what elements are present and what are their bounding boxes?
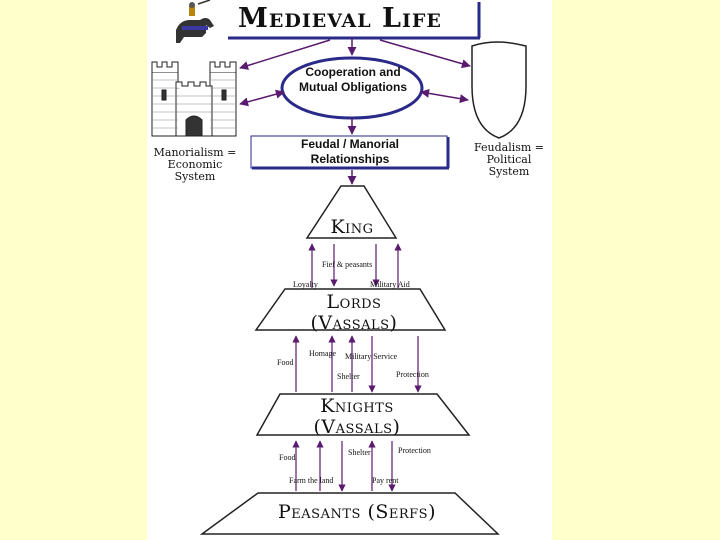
center-oval-label: Cooperation and Mutual Obligations	[299, 65, 407, 94]
knights-trapezoid	[255, 393, 471, 436]
arrow-oval-to-castle	[239, 89, 285, 107]
lords-trapezoid	[254, 288, 447, 331]
left-caption: Manorialism = Economic System	[153, 146, 237, 183]
right-caption: Feudalism = Political System	[473, 141, 545, 178]
page-title: Medieval Life	[238, 3, 442, 34]
tier-peasants: Peasants (Serfs)	[278, 501, 436, 523]
label-protection-2: Protection	[398, 446, 431, 455]
label-fief-peasants: Fief & peasants	[322, 260, 373, 269]
label-shelter-1: Shelter	[337, 372, 360, 381]
tier-lords: Lords (Vassals)	[310, 291, 398, 334]
tier-king: King	[330, 216, 374, 238]
king-trapezoid	[305, 185, 398, 239]
label-military-aid: Military Aid	[370, 280, 410, 289]
arrow-oval-to-shield	[420, 88, 469, 104]
label-military-service: Military Service	[345, 352, 398, 361]
arrow-title-to-shield	[379, 39, 471, 69]
shield-icon	[471, 41, 527, 139]
label-loyalty: Loyalty	[293, 280, 318, 289]
tier-knights: Knights (Vassals)	[313, 395, 401, 438]
feudal-box	[250, 135, 450, 170]
peasants-trapezoid	[199, 492, 500, 535]
title-banner	[228, 2, 481, 40]
feudal-box-label: Feudal / Manorial Relationships	[300, 137, 399, 166]
label-pay-rent: Pay rent	[372, 476, 399, 485]
knight-on-horse-icon	[176, 0, 214, 43]
label-shelter-2: Shelter	[348, 448, 371, 457]
label-protection-1: Protection	[396, 370, 429, 379]
label-food-2: Food	[279, 453, 296, 462]
label-homage: Homage	[309, 349, 337, 358]
arrow-title-to-castle	[239, 39, 331, 70]
label-farm-land: Farm the land	[289, 476, 334, 485]
label-food-1: Food	[277, 358, 294, 367]
castle-icon	[151, 61, 237, 137]
